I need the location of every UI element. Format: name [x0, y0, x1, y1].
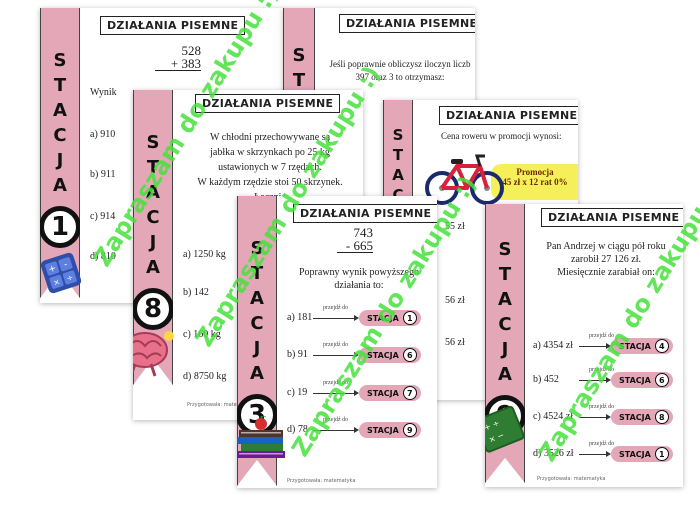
worksheet-title: DZIAŁANIA PISEMNE	[339, 14, 475, 33]
question-text: Pan Andrzej w ciągu pół roku zarobił 27 …	[546, 241, 666, 278]
answer-option: b) 142	[183, 287, 209, 298]
footer-credit: Przygotowała: matematyka	[187, 402, 256, 408]
svg-text:-: -	[63, 260, 69, 271]
calculator-icon: + - × ÷	[40, 249, 85, 297]
question-text: Cena roweru w promocji wynosi:	[441, 131, 562, 141]
station-number: 1	[40, 206, 80, 248]
math-problem: 528 + 383	[155, 44, 201, 71]
svg-text:×: ×	[52, 277, 61, 288]
promo-badge: Promocja 45 zł x 12 rat 0%	[491, 164, 578, 200]
question-text: Jeśli poprawnie obliczysz iloczyn liczb …	[329, 59, 471, 82]
worksheet-title: DZIAŁANIA PISEMNE	[195, 94, 341, 113]
answer-option-fragment: 55 zł	[445, 221, 465, 232]
footer-credit: Przygotowała: matematyka	[287, 478, 356, 484]
answer-option: c) 914	[90, 211, 116, 222]
answer-option-fragment: 56 zł	[445, 337, 465, 348]
chalkboard-icon: + ÷ × −	[485, 403, 530, 461]
bicycle-icon	[425, 150, 505, 211]
svg-text:+: +	[47, 264, 57, 276]
answer-option: c) 160 kg	[183, 329, 221, 340]
station-number: 8	[133, 288, 173, 330]
worksheet-card-station-9: STACJA 9 DZIAŁANIA PISEMNE Pan Andrzej w…	[485, 204, 683, 487]
answer-option: a) 1250 kg	[183, 249, 226, 260]
answer-option: d) 8750 kg	[183, 371, 227, 382]
math-problem: 743 - 665	[337, 226, 373, 253]
question-text: Poprawny wynik powyższego działania to:	[299, 267, 419, 291]
answer-option: b) 911	[90, 169, 116, 180]
footer-credit: Przygotowała: matematyka	[537, 476, 606, 482]
question-text: W chłodni przechowywane są jabłka w skrz…	[197, 132, 343, 203]
worksheet-title: DZIAŁANIA PISEMNE	[541, 208, 683, 227]
worksheet-title: DZIAŁANIA PISEMNE	[293, 204, 437, 223]
answer-option-fragment: 56 zł	[445, 295, 465, 306]
question-text: Wynik	[90, 87, 117, 98]
svg-text:÷: ÷	[65, 273, 74, 284]
books-icon	[237, 414, 287, 469]
brain-icon	[133, 328, 177, 383]
answer-option: a) 910	[90, 129, 116, 140]
worksheet-title: DZIAŁANIA PISEMNE	[439, 106, 578, 125]
answer-option: d) 810	[90, 251, 116, 262]
worksheet-title: DZIAŁANIA PISEMNE	[100, 16, 246, 35]
